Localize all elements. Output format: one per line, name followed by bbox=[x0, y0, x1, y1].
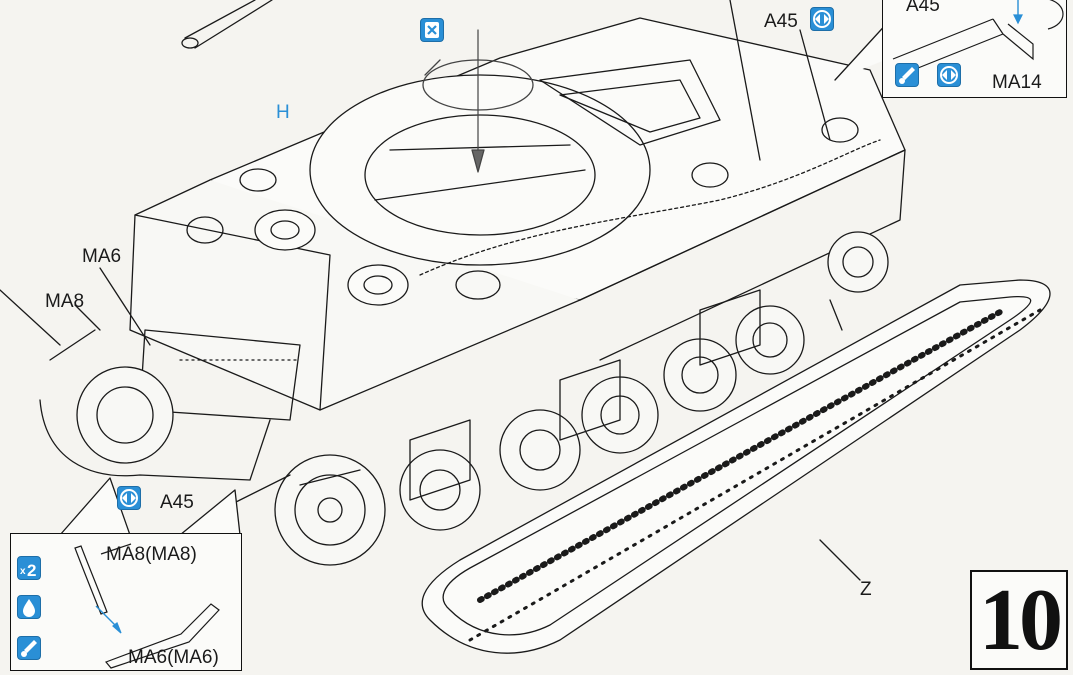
part-label-a45-lower: A45 bbox=[160, 492, 194, 513]
inset-bottom-left-drawing bbox=[74, 543, 220, 669]
paint-brush-icon bbox=[17, 636, 41, 660]
part-label-a45-upper: A45 bbox=[764, 11, 798, 32]
cement-icon bbox=[17, 595, 41, 619]
inset-part-ma8: MA8(MA8) bbox=[106, 544, 197, 565]
inset-bottom-left bbox=[10, 533, 242, 671]
opposite-side-icon bbox=[117, 486, 141, 510]
part-label-ma8: MA8 bbox=[45, 291, 85, 312]
part-label-h: H bbox=[276, 102, 290, 123]
opposite-side-icon bbox=[810, 7, 834, 31]
part-label-ma6: MA6 bbox=[82, 246, 122, 267]
svg-text:2: 2 bbox=[27, 561, 36, 579]
remove-part-icon bbox=[420, 18, 444, 42]
inset-part-ma6: MA6(MA6) bbox=[128, 647, 219, 668]
svg-text:x: x bbox=[20, 566, 26, 577]
part-label-z: Z bbox=[860, 579, 872, 600]
part-label-a45-inset: A45 bbox=[906, 0, 940, 16]
inset-top-right-drawing bbox=[892, 0, 1064, 75]
step-number: 10 bbox=[970, 570, 1068, 670]
opposite-side-icon bbox=[937, 63, 961, 87]
paint-brush-icon bbox=[895, 63, 919, 87]
part-label-ma14: MA14 bbox=[992, 72, 1042, 93]
